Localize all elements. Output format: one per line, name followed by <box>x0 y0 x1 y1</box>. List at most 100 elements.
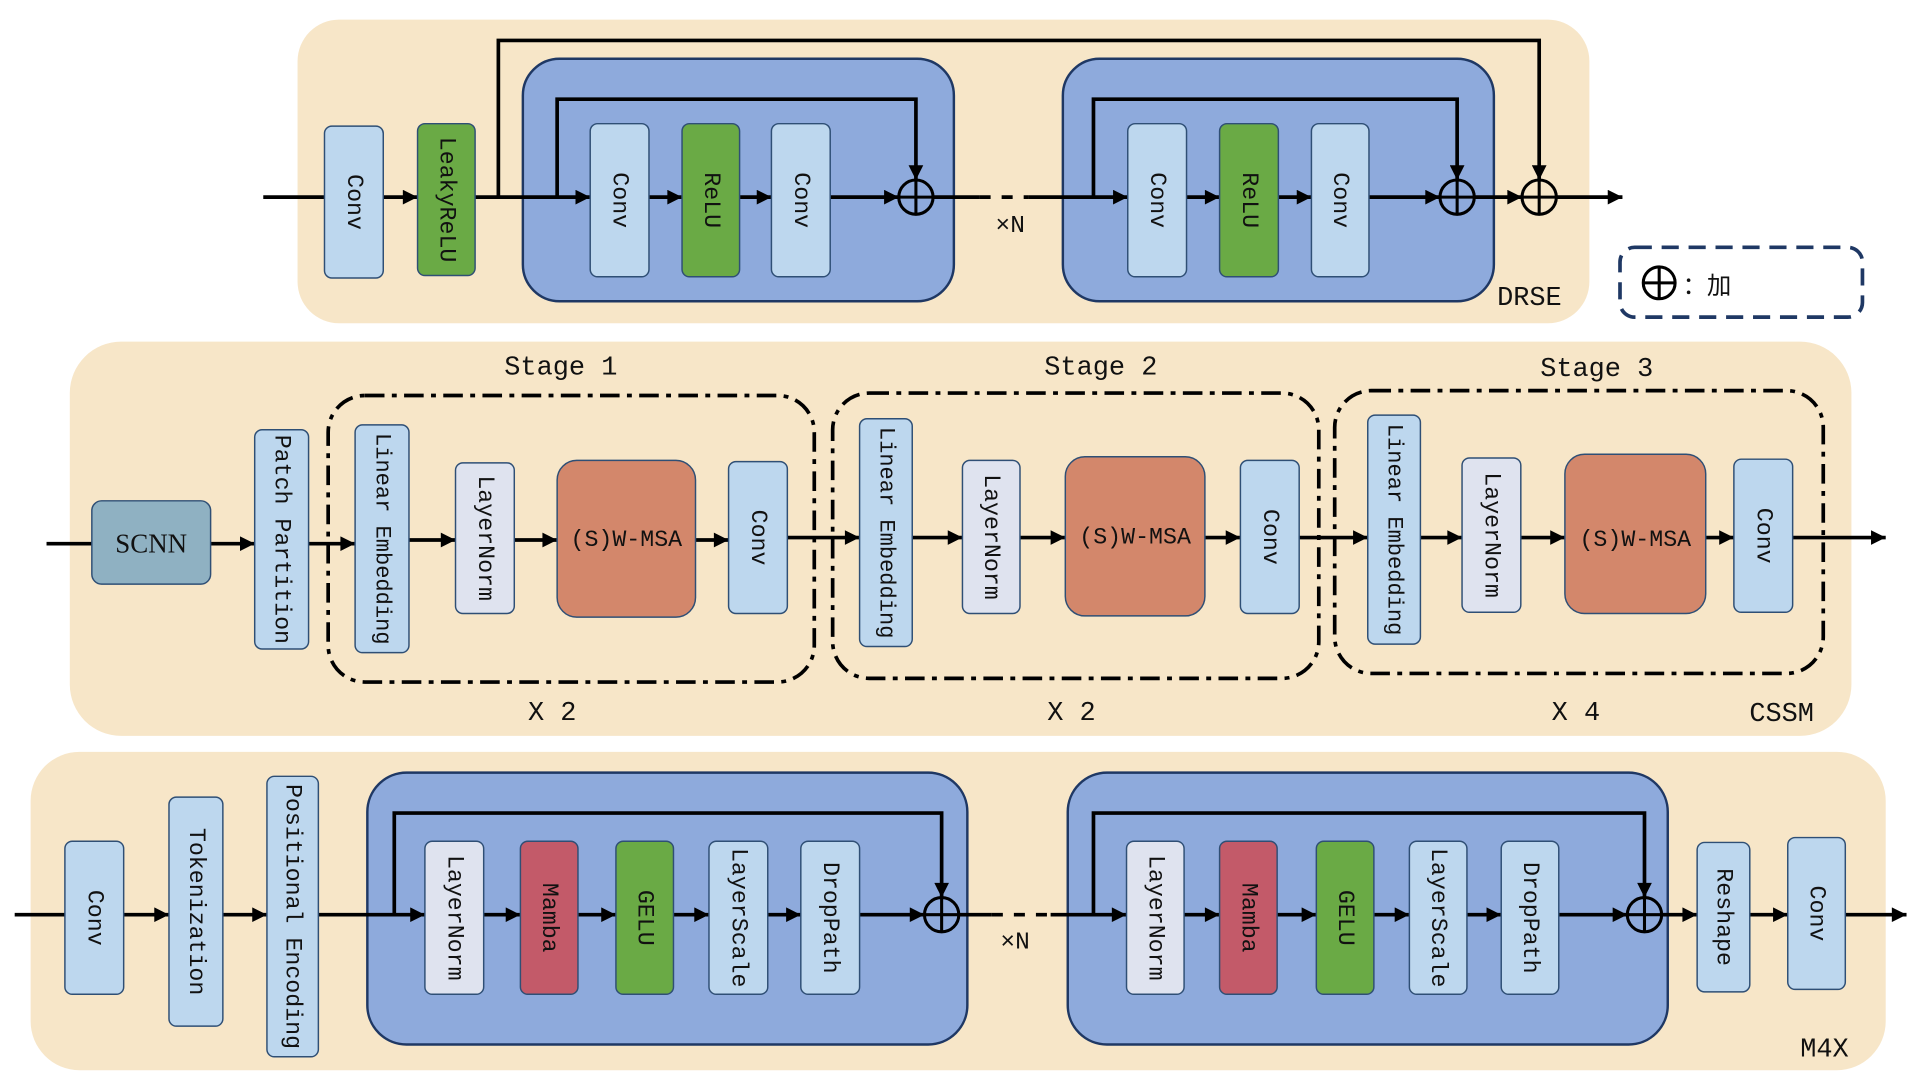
stage-1-attention-label: (S)W-MSA <box>571 527 683 553</box>
positional-encoding-box <box>266 775 320 1058</box>
drse-block2-skip-connection <box>1091 97 1465 198</box>
stage-2-layernorm-label: LayerNorm <box>978 474 1004 600</box>
m4x-block2-layernorm-box <box>1125 840 1185 996</box>
drse-block1-relu-label: ReLU <box>698 172 724 228</box>
cssm-module: Stage 1 Stage 2 Stage 3 X 2 X 2 X 4 CSSM… <box>46 341 1886 736</box>
tokenization-label: Tokenization <box>183 828 209 995</box>
drse-block2-conv2-box <box>1310 122 1370 278</box>
stage-2-attention-label: (S)W-MSA <box>1079 525 1191 551</box>
stage-1-layernorm-box <box>454 462 516 615</box>
cssm-module-name: CSSM <box>1749 700 1814 730</box>
reshape-box <box>1696 841 1751 993</box>
scnn-label: SCNN <box>115 529 187 559</box>
stage-1-linear-embedding-box <box>354 424 410 654</box>
scnn-box <box>91 500 212 585</box>
legend-box <box>1618 245 1865 319</box>
add-operator-icon <box>922 896 961 934</box>
stage-3-attention-box <box>1564 453 1707 615</box>
m4x-block1-layernorm-box <box>424 840 485 996</box>
drse-block1-conv2-label: Conv <box>788 172 814 228</box>
drse-block1-conv2-box <box>770 122 831 278</box>
stage-3-title: Stage 3 <box>1540 355 1653 385</box>
m4x-block1-layernorm-label: LayerNorm <box>441 855 467 981</box>
drse-block2-conv1-label: Conv <box>1144 172 1170 228</box>
stage-1-attention-box <box>556 459 697 618</box>
m4x-block1-gelu-label: GELU <box>632 890 658 946</box>
stage-1-title: Stage 1 <box>504 354 617 384</box>
m4x-block1-layerscale-box <box>708 840 769 996</box>
m4x-block1-droppath-label: DropPath <box>817 862 843 974</box>
stage-2-layernorm-box <box>961 459 1021 615</box>
drse-repeat-label: ×N <box>996 213 1025 240</box>
drse-block1-conv1-box <box>589 122 650 278</box>
stage-3-attention-label: (S)W-MSA <box>1579 527 1691 553</box>
stage-1-conv-box <box>727 460 789 615</box>
stage-3-layernorm-box <box>1461 457 1522 613</box>
m4x-module: Conv Tokenization Positional Encoding La… <box>14 751 1907 1071</box>
add-operator-icon <box>1438 178 1476 216</box>
add-operator-icon <box>1641 265 1677 301</box>
m4x-block2-mamba-label: Mamba <box>1235 883 1261 953</box>
drse-conv-label: Conv <box>341 174 367 230</box>
m4x-block2-skip-connection <box>1091 811 1652 915</box>
drse-block2-relu-label: ReLU <box>1236 172 1262 228</box>
m4x-block2-gelu-label: GELU <box>1332 890 1358 946</box>
m4x-block2-layerscale-label: LayerScale <box>1425 848 1451 988</box>
stage-2-title: Stage 2 <box>1044 354 1157 384</box>
m4x-block1-gelu-box <box>615 840 675 996</box>
drse-block1-conv1-label: Conv <box>607 172 633 228</box>
patch-partition-box <box>253 429 310 650</box>
m4x-conv-label: Conv <box>81 890 107 946</box>
stage-3-frame <box>1332 388 1826 676</box>
drse-module-name: DRSE <box>1497 284 1562 314</box>
stage-3-conv-box <box>1733 458 1794 613</box>
m4x-block1-layerscale-label: LayerScale <box>725 848 751 988</box>
stage-3-linear-embedding-label: Linear Embedding <box>1382 424 1407 636</box>
drse-block2-conv2-label: Conv <box>1327 172 1353 228</box>
legend: ：加 <box>1618 245 1865 319</box>
add-operator-icon <box>1520 178 1558 216</box>
m4x-block2-gelu-box <box>1315 840 1375 996</box>
stage-1-layernorm-label: LayerNorm <box>472 475 498 601</box>
m4x-block2-layernorm-label: LayerNorm <box>1142 855 1168 981</box>
stage-3-layernorm-label: LayerNorm <box>1478 472 1504 598</box>
m4x-block2-droppath-label: DropPath <box>1517 862 1543 974</box>
add-operator-icon <box>897 178 935 216</box>
reshape-label: Reshape <box>1710 868 1736 966</box>
drse-block1-skip-connection <box>555 97 924 198</box>
m4x-module-name: M4X <box>1800 1036 1848 1066</box>
drse-module: Conv LeakyReLU Conv ReLU Conv Conv ReLU … <box>263 19 1623 324</box>
m4x-block1-mamba-label: Mamba <box>536 883 562 953</box>
m4x-block2-mamba-box <box>1218 840 1278 996</box>
stage-3-linear-embedding-box <box>1367 414 1422 645</box>
m4x-block1-skip-connection <box>392 811 949 915</box>
stage-2-conv-box <box>1239 459 1300 615</box>
m4x-output-conv-label: Conv <box>1804 886 1830 942</box>
stage-3-conv-label: Conv <box>1750 508 1776 564</box>
legend-label: ：加 <box>1682 271 1731 300</box>
add-operator-icon <box>1625 896 1664 934</box>
drse-conv-box <box>323 125 384 279</box>
stage-2-attention-box <box>1064 455 1206 617</box>
positional-encoding-label: Positional Encoding <box>280 784 306 1049</box>
stage-2-linear-embedding-box <box>858 418 913 648</box>
patch-partition-label: Patch Partition <box>269 435 295 644</box>
drse-block2-conv1-box <box>1127 122 1188 278</box>
m4x-conv-box <box>64 840 125 996</box>
m4x-block2-layerscale-box <box>1408 840 1468 996</box>
stage-3-repeat: X 4 <box>1552 699 1600 729</box>
drse-block1-relu-box <box>681 122 741 278</box>
stage-1-linear-embedding-label: Linear Embedding <box>370 433 395 645</box>
m4x-block2-droppath-box <box>1500 840 1560 996</box>
drse-block2-relu-box <box>1218 122 1280 278</box>
tokenization-box <box>168 796 224 1027</box>
drse-outer-skip-connection <box>496 38 1547 198</box>
stage-2-repeat: X 2 <box>1047 699 1095 729</box>
m4x-repeat-label: ×N <box>1000 929 1029 956</box>
stage-2-linear-embedding-label: Linear Embedding <box>873 427 898 639</box>
stage-1-conv-label: Conv <box>745 510 771 566</box>
m4x-block1-droppath-box <box>800 840 861 996</box>
m4x-output-conv-box <box>1787 836 1847 991</box>
drse-leakyrelu-box <box>416 122 476 277</box>
